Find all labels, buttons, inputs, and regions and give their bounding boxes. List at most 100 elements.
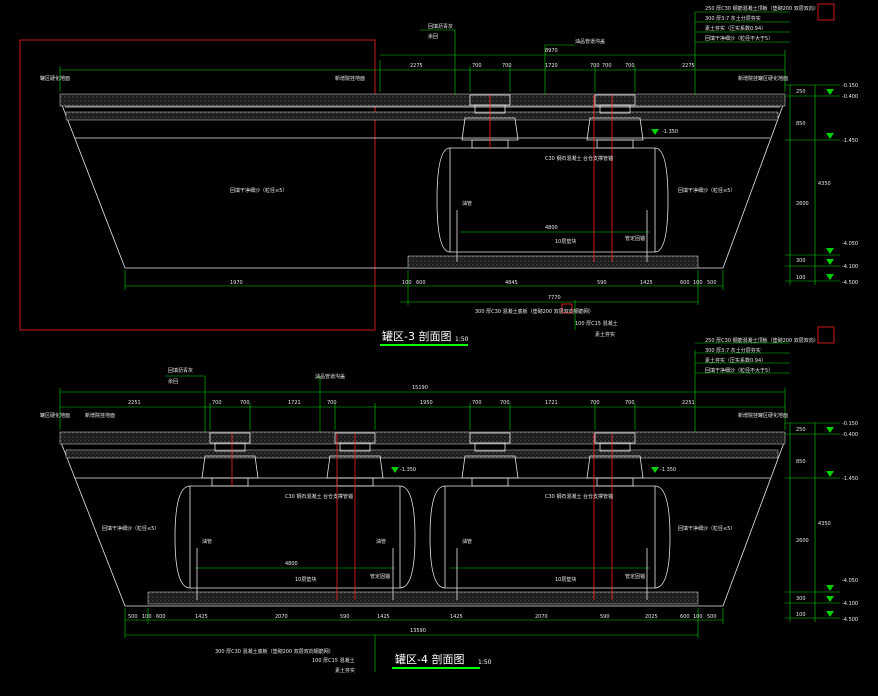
tank-body-right (429, 485, 671, 589)
svg-text:700: 700 (625, 400, 635, 406)
manhole-right (586, 94, 644, 149)
manhole-4-3 (461, 432, 519, 487)
dims-bottom-4: 500 100 600 1425 2070 590 1425 1425 2070… (128, 614, 717, 634)
label4-pipe-m: 油管 (376, 538, 386, 545)
svg-text:300 厚3:7 灰土分层夯实: 300 厚3:7 灰土分层夯实 (705, 15, 761, 22)
svg-text:100: 100 (796, 275, 806, 281)
label4-anchor-r: C30 钢石混凝土 台仓支撑管锚 (545, 493, 613, 500)
svg-text:700: 700 (590, 63, 600, 69)
svg-text:-4.050: -4.050 (842, 241, 858, 247)
svg-text:2025: 2025 (645, 614, 658, 620)
label4-elev-neg-1: -1.350 (400, 467, 416, 473)
svg-text:250 厚C30 钢筋混凝土顶板（垫砌200 双层双向）: 250 厚C30 钢筋混凝土顶板（垫砌200 双层双向） (705, 337, 819, 344)
svg-text:-4.100: -4.100 (842, 264, 858, 270)
svg-text:100: 100 (796, 612, 806, 618)
svg-text:4845: 4845 (505, 280, 518, 286)
svg-text:700: 700 (625, 63, 635, 69)
svg-text:2070: 2070 (275, 614, 288, 620)
right-dims-4: 250 850 4350 2600 300 100 (796, 427, 831, 618)
svg-text:-4.500: -4.500 (842, 280, 858, 286)
svg-text:590: 590 (340, 614, 350, 620)
svg-text:-1.450: -1.450 (842, 138, 858, 144)
svg-text:1950: 1950 (420, 400, 433, 406)
road-slab-top-4 (59, 431, 786, 445)
svg-text:590: 590 (597, 280, 607, 286)
label4-edge-left: 新增院挂地面 (85, 412, 115, 419)
label-pipe: 油管 (462, 200, 472, 207)
label4-elev-neg-2: -1.350 (660, 467, 676, 473)
svg-text:500: 500 (707, 614, 717, 620)
dims-top-3: 8970 2275 700 700 1720 700 700 700 2275 (410, 48, 695, 69)
road-slab-top (59, 93, 786, 107)
label4-base-l: 10层垫块 (295, 576, 316, 583)
svg-text:600: 600 (416, 280, 426, 286)
label-bottom-3: 素土夯实 (595, 331, 615, 338)
label-anchor: C30 钢石混凝土 台仓支撑管锚 (545, 155, 613, 162)
inner-length-4: 4800 (285, 561, 298, 567)
svg-text:素土夯实（压实系数0.94）: 素土夯实（压实系数0.94） (705, 25, 766, 32)
svg-text:700: 700 (212, 400, 222, 406)
section-4: 回填沥青灰 余回 油品管道沟盖 罐区硬化地面 新增院挂地面 新增院挂罐区硬化地面… (40, 326, 858, 674)
label4-base-r: 10层垫块 (555, 576, 576, 583)
label-edge-left: 新增院挂地面 (335, 75, 365, 82)
svg-text:850: 850 (796, 121, 806, 127)
svg-text:2251: 2251 (682, 400, 695, 406)
label4-manhole-b: 余回 (168, 378, 178, 385)
label-manhole-a: 回填沥青灰 (428, 23, 453, 30)
svg-text:2600: 2600 (796, 201, 809, 207)
svg-text:2251: 2251 (128, 400, 141, 406)
manhole-4-4 (586, 432, 644, 487)
label4-pipe-r: 油管 (462, 538, 472, 545)
svg-text:100: 100 (693, 614, 703, 620)
svg-text:1721: 1721 (288, 400, 301, 406)
svg-text:590: 590 (600, 614, 610, 620)
section-3-title: 罐区-3 剖面图 (382, 329, 451, 343)
svg-text:-0.150: -0.150 (842, 421, 858, 427)
label4-bottom-2: 100 厚C15 混凝土 (312, 657, 355, 664)
tank-body-left (174, 485, 416, 589)
label-manhole-b: 余回 (428, 33, 438, 40)
label4-anchor-l: C30 钢石混凝土 台仓支撑管锚 (285, 493, 353, 500)
manhole-4-1 (201, 432, 259, 487)
svg-text:-4.500: -4.500 (842, 617, 858, 623)
excavation-outline-4 (59, 439, 786, 607)
label-base: 10层垫块 (555, 238, 576, 245)
svg-text:700: 700 (502, 63, 512, 69)
svg-text:100: 100 (402, 280, 412, 286)
svg-text:回填干净细沙（粒径不大于5）: 回填干净细沙（粒径不大于5） (705, 35, 773, 42)
label4-road-left: 罐区硬化地面 (40, 412, 70, 419)
base-slab-4 (147, 591, 699, 605)
base-slab (407, 255, 699, 269)
svg-text:2275: 2275 (410, 63, 423, 69)
right-dims-3: 250 850 4350 2600 300 100 (796, 89, 831, 281)
soil-layer-top (65, 111, 779, 121)
section-4-scale: 1:50 (478, 659, 492, 666)
svg-text:1425: 1425 (195, 614, 208, 620)
svg-text:500: 500 (707, 280, 717, 286)
elevations-4: -0.150 -0.400 -1.450 -4.050 -4.100 -4.50… (842, 421, 858, 623)
svg-text:-0.400: -0.400 (842, 94, 858, 100)
svg-text:1721: 1721 (545, 400, 558, 406)
svg-text:100: 100 (142, 614, 152, 620)
label4-bottom-1: 300 厚C30 混凝土底板（垫砌200 双层双向钢筋网） (215, 648, 334, 655)
label4-stop-r: 管定固锚 (625, 573, 645, 580)
svg-text:850: 850 (796, 459, 806, 465)
svg-text:回填干净细沙（粒径不大于5）: 回填干净细沙（粒径不大于5） (705, 367, 773, 374)
svg-text:250: 250 (796, 89, 806, 95)
label4-stop-l: 管定固锚 (370, 573, 390, 580)
label-stop: 管定固锚 (625, 235, 645, 242)
svg-text:素土夯实（压实系数0.94）: 素土夯实（压实系数0.94） (705, 357, 766, 364)
svg-text:1970: 1970 (230, 280, 243, 286)
svg-text:250 厚C30 钢筋混凝土顶板（垫砌200 双层双向）: 250 厚C30 钢筋混凝土顶板（垫砌200 双层双向） (705, 5, 819, 12)
svg-text:700: 700 (500, 400, 510, 406)
svg-text:700: 700 (472, 63, 482, 69)
dims-bottom-3: 1970 100 600 4845 590 1425 600 100 500 7… (230, 280, 717, 301)
label-road-left: 罐区硬化地面 (40, 75, 70, 82)
svg-text:300: 300 (796, 596, 806, 602)
label4-backfill-right: 回填干净细沙（粒径≤5） (678, 525, 735, 532)
section-4-title: 罐区-4 剖面图 (395, 652, 464, 666)
label-road-right: 新增院挂罐区硬化地面 (738, 75, 788, 82)
svg-text:1425: 1425 (640, 280, 653, 286)
label4-backfill-left: 回填干净细沙（粒径≤5） (102, 525, 159, 532)
elevations-3: -0.150 -0.400 -1.450 -4.050 -4.100 -4.50… (842, 83, 858, 286)
